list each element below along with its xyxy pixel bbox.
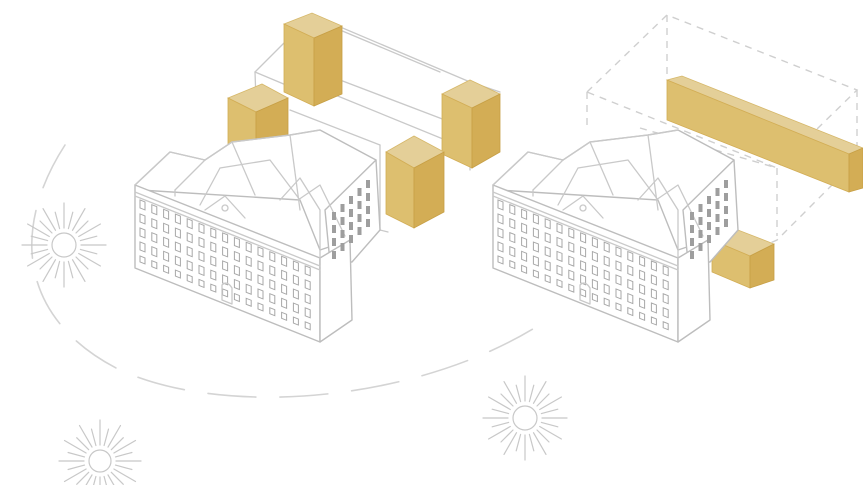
historic-building — [493, 130, 738, 342]
option-left — [135, 13, 500, 342]
volume-box — [442, 80, 500, 168]
sun-icon — [483, 376, 567, 460]
option-right — [493, 15, 863, 342]
volume-box — [284, 13, 342, 106]
sun-icon — [59, 420, 141, 485]
historic-building — [135, 130, 380, 342]
volume-box — [386, 136, 444, 228]
